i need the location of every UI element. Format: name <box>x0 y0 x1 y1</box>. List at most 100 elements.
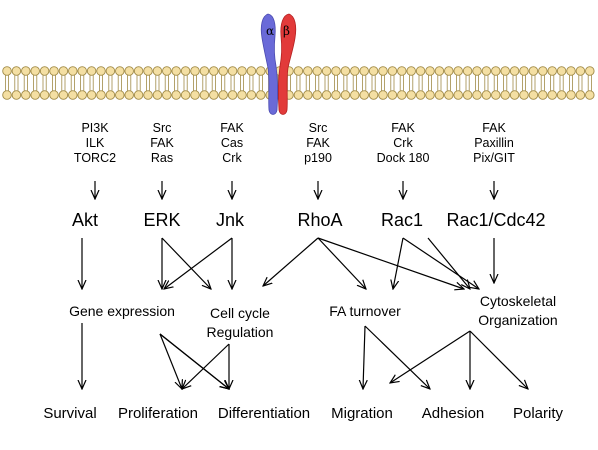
lipid-head <box>368 66 379 76</box>
arrow <box>317 237 366 289</box>
lipid-head <box>293 90 304 100</box>
lipid-head <box>500 66 510 76</box>
lipid-head <box>21 66 31 76</box>
arrow <box>393 237 404 289</box>
lipid-head <box>303 90 313 100</box>
upstream-erk: Src FAK Ras <box>137 121 187 166</box>
process-fa-turnover: FA turnover <box>329 303 401 319</box>
lipid-head <box>77 90 87 100</box>
lipid-head <box>124 66 134 76</box>
lipid-head <box>340 90 351 100</box>
lipid-head <box>462 66 473 76</box>
lipid-head <box>406 90 416 100</box>
lipid-head <box>528 90 539 100</box>
signaling-arrows <box>82 181 528 389</box>
lipid-head <box>227 66 238 76</box>
lipid-head <box>462 90 473 100</box>
lipid-head <box>39 90 50 100</box>
lipid-head <box>415 66 426 76</box>
lipid-head <box>68 90 78 100</box>
lipid-head <box>58 90 69 100</box>
integrin-alpha-label: α <box>266 24 275 38</box>
lipid-head <box>162 66 172 76</box>
upstream-item: FAK <box>150 136 174 150</box>
process-line: Cell cycle <box>210 305 270 321</box>
arrow <box>263 237 319 286</box>
lipid-head <box>481 66 492 76</box>
lipid-head <box>331 66 341 76</box>
lipid-head <box>246 90 257 100</box>
arrow <box>164 237 233 289</box>
lipid-head <box>509 66 520 76</box>
lipid-head <box>425 90 435 100</box>
arrow <box>363 325 365 389</box>
lipid-head <box>30 66 40 76</box>
lipid-head <box>397 90 407 100</box>
lipid-head <box>585 66 595 76</box>
upstream-item: Cas <box>220 136 244 150</box>
outcome-adhesion: Adhesion <box>421 405 485 422</box>
lipid-head <box>115 66 125 76</box>
upstream-item: FAK <box>391 121 415 135</box>
upstream-item: FAK <box>306 136 330 150</box>
lipid-head <box>556 90 567 100</box>
effector-rac1-cdc42: Rac1/Cdc42 <box>446 210 546 230</box>
lipid-head <box>218 90 228 100</box>
process-line: Organization <box>478 312 558 328</box>
lipid-head <box>387 90 398 100</box>
lipid-head <box>453 90 463 100</box>
lipid-head <box>115 90 125 100</box>
lipid-head <box>227 90 238 100</box>
lipid-head <box>509 90 520 100</box>
lipid-head <box>321 90 332 100</box>
integrin-beta-subunit <box>277 13 297 115</box>
process-cell-cycle-regulation: Cell cycle Regulation <box>195 304 285 342</box>
integrin-receptor <box>260 13 297 115</box>
process-line: Cytoskeletal <box>479 293 557 309</box>
lipid-head <box>105 90 116 100</box>
lipid-head <box>434 66 445 76</box>
lipid-head <box>303 66 313 76</box>
lipid-head <box>425 66 435 76</box>
lipid-head <box>331 90 341 100</box>
lipid-head <box>49 90 59 100</box>
lipid-head <box>519 66 529 76</box>
lipid-head <box>58 66 69 76</box>
lipid-head <box>491 90 501 100</box>
lipid-head <box>11 90 22 100</box>
arrow <box>182 343 230 389</box>
cell-membrane <box>2 66 595 100</box>
lipid-head <box>415 90 426 100</box>
lipid-head <box>397 66 407 76</box>
outcome-polarity: Polarity <box>512 405 564 422</box>
lipid-head <box>321 66 332 76</box>
lipid-head <box>453 66 463 76</box>
lipid-head <box>256 90 266 100</box>
lipid-head <box>293 66 304 76</box>
arrow <box>469 330 528 389</box>
upstream-rhoa: Src FAK p190 <box>293 121 343 166</box>
lipid-head <box>575 66 586 76</box>
upstream-rac1-cdc42: FAK Paxillin Pix/GIT <box>456 121 532 166</box>
lipid-head <box>256 66 266 76</box>
lipid-head <box>180 66 191 76</box>
outcome-proliferation: Proliferation <box>117 405 199 422</box>
lipid-head <box>556 66 567 76</box>
lipid-head <box>472 66 482 76</box>
lipid-head <box>180 90 191 100</box>
lipid-head <box>528 66 539 76</box>
lipid-head <box>472 90 482 100</box>
arrow <box>159 333 182 389</box>
lipid-head <box>171 66 181 76</box>
upstream-item: PI3K <box>81 121 109 135</box>
effector-rhoa: RhoA <box>297 210 343 230</box>
lipid-head <box>500 90 510 100</box>
lipid-head <box>124 90 134 100</box>
lipid-head <box>171 90 181 100</box>
lipid-head <box>152 66 163 76</box>
lipid-head <box>444 66 454 76</box>
arrow <box>159 333 229 389</box>
lipid-head <box>566 66 576 76</box>
lipid-head <box>585 90 595 100</box>
